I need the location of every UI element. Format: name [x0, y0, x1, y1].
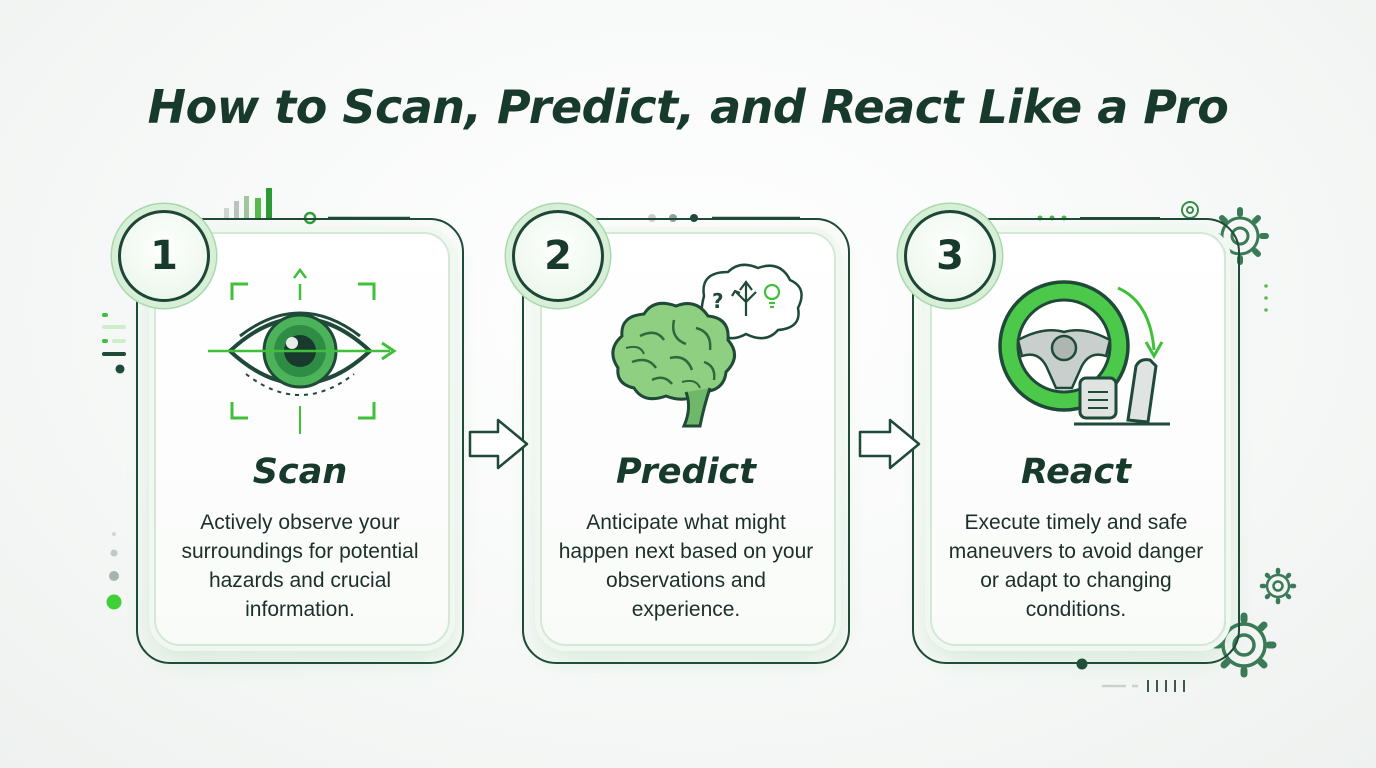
step-title-3: React: [1020, 452, 1132, 492]
step-title-2: Predict: [615, 452, 757, 492]
left-dashes: [102, 313, 126, 374]
brain-thought-icon: ?: [611, 263, 803, 428]
step-number-badge-2: 2: [512, 210, 604, 302]
step-number-badge-1: 1: [118, 210, 210, 302]
gear-icon: [1259, 567, 1297, 605]
step-title-1: Scan: [252, 452, 348, 492]
steering-wheel-pedals-icon: [998, 280, 1170, 426]
signal-bars-icon: [224, 188, 272, 218]
step-card-1: [154, 232, 450, 646]
step-description-2: Anticipate what might happen next based …: [558, 511, 814, 621]
step-number-badge-3: 3: [904, 210, 996, 302]
arrow-right-icon: [858, 418, 921, 470]
step-frame-1: [136, 218, 464, 664]
arrow-right-icon: [468, 418, 529, 470]
eye-icon: [208, 267, 397, 434]
step-description-3: Execute timely and safe maneuvers to avo…: [948, 511, 1204, 621]
step-description-1: Actively observe your surroundings for p…: [181, 511, 419, 621]
page-title: How to Scan, Predict, and React Like a P…: [147, 80, 1229, 134]
svg-text:?: ?: [712, 289, 724, 313]
gear-icon: [1211, 612, 1277, 678]
